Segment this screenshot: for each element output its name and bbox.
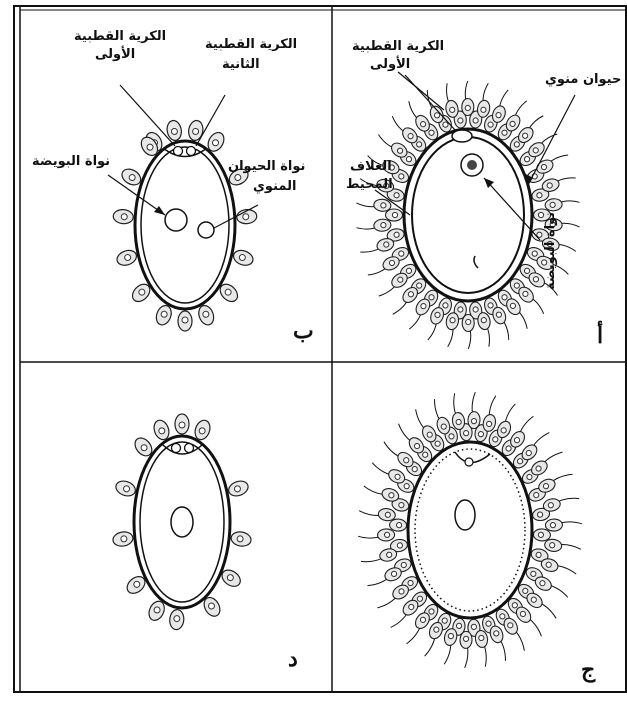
panel-c-polar-body [465, 458, 473, 466]
panel-b-sperm-nucleus [198, 222, 214, 238]
follicle-cell [178, 311, 192, 331]
follicle-cell [533, 528, 551, 541]
label-a-corona-line2: المحيط [346, 178, 393, 193]
panel-a-diagram [356, 72, 579, 349]
outer-frame [14, 6, 626, 692]
follicle-cell [175, 414, 189, 434]
follicle-cell [544, 538, 563, 552]
label-b-sperm-nucleus-line1: نواة الحيوان [228, 160, 305, 175]
panel-d-nucleus [171, 507, 193, 537]
panel-c-ovum-nucleus [455, 500, 475, 530]
label-b-sperm-nucleus-line2: المنوي [253, 180, 296, 195]
panel-letter-a: أ [597, 323, 603, 349]
panel-letter-d: د [288, 646, 298, 672]
panel-a-first-polar-body [452, 130, 472, 142]
label-b-first-polar-body-line1: الكرية القطبية [74, 30, 166, 45]
follicle-cell [187, 119, 204, 141]
follicle-cell [468, 411, 481, 429]
label-b-second-polar-body-line2: الثانية [222, 58, 260, 73]
panel-b-first-polar-body [174, 147, 183, 156]
follicle-cell [112, 530, 134, 547]
follicle-cell [227, 478, 251, 498]
follicle-cell [231, 248, 255, 268]
follicle-cell [386, 209, 403, 221]
panel-letter-b: ب [293, 318, 314, 344]
panel-b-diagram [108, 85, 258, 331]
label-b-first-polar-body-line2: الأولى [95, 48, 135, 63]
follicle-cell [113, 209, 134, 225]
follicle-cell [474, 630, 488, 648]
follicle-cell [115, 248, 139, 268]
label-a-first-polar-body-line2: الأولى [370, 58, 410, 73]
panel-a-nucleus-chromatin [467, 160, 477, 170]
panel-c-ovum [415, 449, 525, 611]
follicle-cell [545, 519, 563, 532]
panel-c-diagram [358, 392, 582, 668]
label-a-sperm: حيوان منوي [545, 73, 621, 88]
follicle-cell [389, 519, 407, 532]
follicle-cell [378, 508, 397, 522]
follicle-cell [460, 631, 473, 649]
label-a-corona-line1: الغلاف [350, 160, 392, 175]
follicle-cell [451, 412, 465, 430]
follicle-cell [545, 198, 563, 212]
panel-b-ovum-nucleus [165, 209, 187, 231]
follicle-cell [230, 530, 252, 547]
panel-d-polar-body-1 [172, 444, 181, 453]
panel-b-second-polar-body [187, 147, 196, 156]
label-a-first-polar-body-line1: الكرية القطبية [352, 40, 444, 55]
panel-d-polar-body-2 [185, 444, 194, 453]
follicle-cell [377, 529, 395, 542]
follicle-cell [462, 314, 474, 331]
label-b-second-polar-body-line1: الكرية القطبية [205, 38, 297, 53]
follicle-cell [114, 478, 138, 498]
follicle-cell [169, 609, 185, 630]
follicle-cell [373, 199, 391, 212]
panel-d-diagram [112, 414, 252, 630]
label-a-ovum-nucleus: نواة البويضة [544, 212, 559, 300]
follicle-cell [462, 98, 474, 115]
panel-letter-c: ج [581, 657, 595, 683]
label-b-ovum-nucleus: نواة البويضة [32, 155, 110, 170]
follicle-cell [373, 218, 391, 232]
